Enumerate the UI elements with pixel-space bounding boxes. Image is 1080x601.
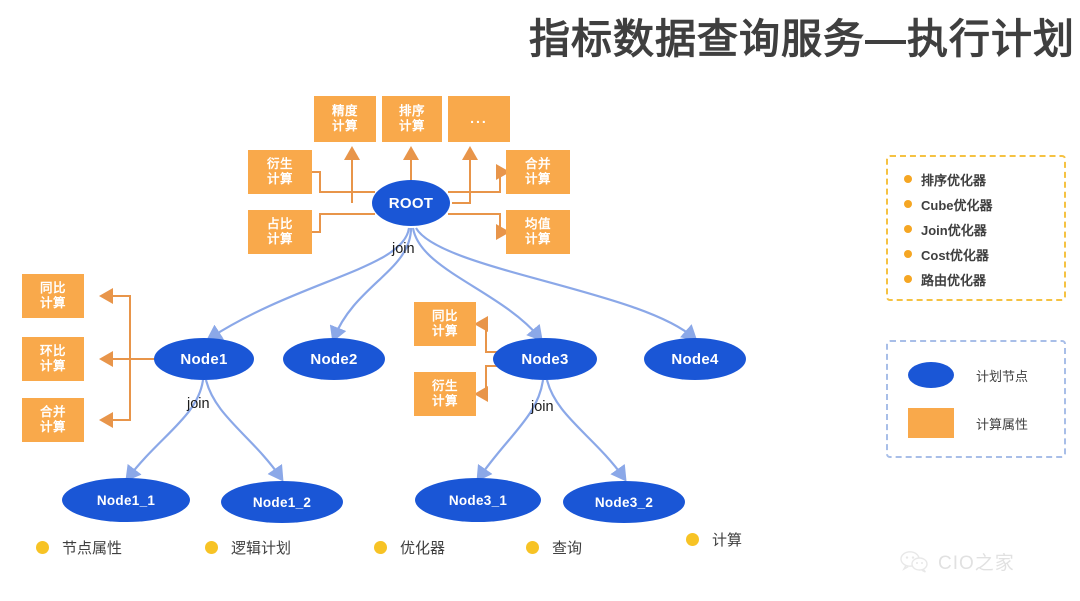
attr-box-line1: 环比 bbox=[39, 343, 66, 358]
plan-node-node3-2[interactable]: Node3_2 bbox=[563, 481, 685, 523]
attr-box-line2: 计算 bbox=[431, 394, 458, 408]
compute-attr-swatch-icon bbox=[908, 408, 954, 438]
attr-box-ratio[interactable]: 占比 计算 bbox=[248, 210, 312, 254]
attr-box-line2: 计算 bbox=[266, 232, 293, 246]
attr-box-line2: 计算 bbox=[398, 119, 425, 133]
attr-box-derived-node3[interactable]: 衍生 计算 bbox=[414, 372, 476, 416]
footer-item-logical-plan[interactable]: 逻辑计划 bbox=[205, 537, 291, 558]
plan-node-node2[interactable]: Node2 bbox=[283, 338, 385, 380]
bullet-icon bbox=[904, 225, 912, 233]
bullet-icon bbox=[904, 275, 912, 283]
attr-box-line1: 排序 bbox=[398, 103, 425, 118]
footer-item-label: 查询 bbox=[552, 540, 583, 557]
attr-box-line2: 计算 bbox=[39, 420, 66, 434]
execution-plan-diagram: 精度 计算 排序 计算 ... 衍生 计算 占比 计算 合并 计算 均值 计算 … bbox=[22, 96, 746, 523]
bullet-icon bbox=[205, 541, 218, 554]
attr-box-line2: 计算 bbox=[524, 172, 551, 186]
attr-box-precision[interactable]: 精度 计算 bbox=[314, 96, 376, 142]
optimizer-item-cube[interactable]: Cube优化器 bbox=[904, 194, 993, 214]
attr-box-line1: 占比 bbox=[266, 216, 293, 231]
attr-box-line1: 同比 bbox=[39, 280, 66, 295]
plan-node-swatch-icon bbox=[908, 362, 954, 388]
footer-legend: 节点属性 逻辑计划 优化器 查询 计算 bbox=[36, 532, 776, 567]
optimizer-item-cost[interactable]: Cost优化器 bbox=[904, 244, 993, 264]
optimizer-item-label: Join优化器 bbox=[921, 222, 987, 238]
optimizer-item-label: 路由优化器 bbox=[921, 272, 987, 288]
attr-box-derived[interactable]: 衍生 计算 bbox=[248, 150, 312, 194]
attr-box-line1: 衍生 bbox=[431, 378, 458, 393]
optimizer-item-route[interactable]: 路由优化器 bbox=[904, 269, 993, 289]
footer-item-label: 计算 bbox=[712, 532, 743, 549]
attr-box-line2: 计算 bbox=[431, 324, 458, 338]
optimizer-list: 排序优化器 Cube优化器 Join优化器 Cost优化器 路由优化器 bbox=[904, 169, 993, 289]
wechat-icon bbox=[900, 550, 928, 573]
diagram-edges bbox=[99, 146, 698, 482]
legend-item-compute-attr: 计算属性 bbox=[908, 408, 1028, 438]
attr-box-more[interactable]: ... bbox=[448, 96, 510, 142]
attr-box-line2: 计算 bbox=[331, 119, 358, 133]
optimizer-item-sort[interactable]: 排序优化器 bbox=[904, 169, 993, 189]
watermark: CIO之家 bbox=[900, 548, 1015, 575]
watermark-text: CIO之家 bbox=[938, 553, 1015, 574]
attr-box-yoy-node1[interactable]: 同比 计算 bbox=[22, 274, 84, 318]
footer-item-label: 优化器 bbox=[400, 540, 446, 557]
plan-node-node4[interactable]: Node4 bbox=[644, 338, 746, 380]
attr-box-line1: 均值 bbox=[524, 216, 551, 231]
bullet-icon bbox=[686, 533, 699, 546]
plan-node-node1-2[interactable]: Node1_2 bbox=[221, 481, 343, 523]
optimizer-item-join[interactable]: Join优化器 bbox=[904, 219, 993, 239]
attr-box-line2: 计算 bbox=[524, 232, 551, 246]
bullet-icon bbox=[36, 541, 49, 554]
bullet-icon bbox=[904, 175, 912, 183]
attr-box-merge-root[interactable]: 合并 计算 bbox=[506, 150, 570, 194]
bullet-icon bbox=[526, 541, 539, 554]
bullet-icon bbox=[904, 250, 912, 258]
plan-node-node1-1[interactable]: Node1_1 bbox=[62, 478, 190, 522]
legend-item-label: 计算属性 bbox=[976, 416, 1029, 432]
footer-item-optimizer[interactable]: 优化器 bbox=[374, 537, 445, 558]
legend-panel: 计划节点 计算属性 bbox=[886, 340, 1066, 458]
bullet-icon bbox=[374, 541, 387, 554]
legend-item-label: 计划节点 bbox=[976, 368, 1029, 384]
join-label-root: join bbox=[392, 241, 415, 257]
page-title: 指标数据查询服务—执行计划 bbox=[529, 16, 1075, 62]
attr-box-line1: 精度 bbox=[331, 103, 358, 118]
attr-box-line2: 计算 bbox=[39, 359, 66, 373]
attr-box-line1: 衍生 bbox=[266, 156, 293, 171]
attr-box-yoy-node3[interactable]: 同比 计算 bbox=[414, 302, 476, 346]
optimizer-item-label: Cube优化器 bbox=[921, 197, 993, 213]
attr-box-mom-node1[interactable]: 环比 计算 bbox=[22, 337, 84, 381]
attr-box-line1: 合并 bbox=[524, 156, 551, 171]
attr-box-line1: ... bbox=[470, 110, 488, 127]
footer-item-node-attr[interactable]: 节点属性 bbox=[36, 537, 122, 558]
join-label-node1: join bbox=[187, 396, 210, 412]
attr-box-average[interactable]: 均值 计算 bbox=[506, 210, 570, 254]
plan-node-node3-1[interactable]: Node3_1 bbox=[415, 478, 541, 522]
footer-item-label: 逻辑计划 bbox=[231, 540, 292, 557]
footer-item-compute[interactable]: 计算 bbox=[686, 529, 742, 550]
attr-box-line1: 合并 bbox=[39, 404, 66, 419]
optimizer-item-label: 排序优化器 bbox=[921, 172, 987, 188]
plan-node-node3[interactable]: Node3 bbox=[493, 338, 597, 380]
bullet-icon bbox=[904, 200, 912, 208]
attr-box-merge-node1[interactable]: 合并 计算 bbox=[22, 398, 84, 442]
attr-box-line1: 同比 bbox=[431, 308, 458, 323]
attr-box-sort[interactable]: 排序 计算 bbox=[382, 96, 442, 142]
legend-item-plan-node: 计划节点 bbox=[908, 362, 1028, 388]
join-label-node3: join bbox=[531, 399, 554, 415]
attr-box-line2: 计算 bbox=[266, 172, 293, 186]
plan-node-root[interactable]: ROOT bbox=[372, 180, 450, 226]
attr-box-line2: 计算 bbox=[39, 296, 66, 310]
optimizer-panel: 排序优化器 Cube优化器 Join优化器 Cost优化器 路由优化器 bbox=[886, 155, 1066, 301]
footer-item-query[interactable]: 查询 bbox=[526, 537, 582, 558]
optimizer-item-label: Cost优化器 bbox=[921, 247, 989, 263]
plan-node-node1[interactable]: Node1 bbox=[154, 338, 254, 380]
footer-item-label: 节点属性 bbox=[62, 540, 123, 557]
